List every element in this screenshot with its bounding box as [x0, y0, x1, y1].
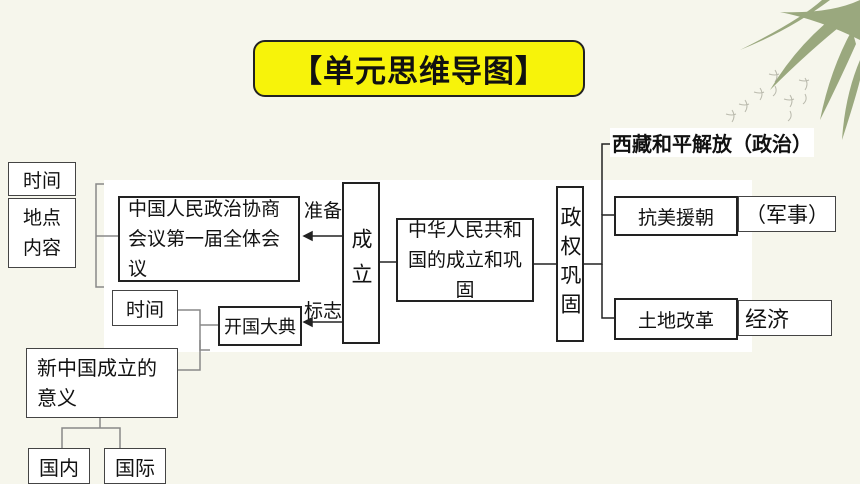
label-place-content: 地点 内容: [8, 198, 76, 268]
significance-label: 新中国成立的意义: [26, 348, 178, 418]
node-ceremony: 开国大典: [218, 306, 302, 346]
edge-label-prepare: 准备: [304, 200, 343, 222]
edge-label-symbol: 标志: [304, 300, 343, 322]
label-content: 内容: [22, 237, 61, 259]
node-land-reform: 土地改革: [614, 298, 738, 340]
economy-label: 经济: [738, 300, 832, 336]
node-consolidation: 政权巩固: [556, 186, 584, 342]
node-prc: 中华人民共和国的成立和巩固: [396, 218, 534, 302]
significance-international: 国际: [104, 448, 166, 484]
node-founding: 成立: [342, 182, 380, 344]
label-place: 地点: [22, 207, 61, 229]
significance-domestic: 国内: [28, 448, 90, 484]
node-conference: 中国人民政治协商会议第一届全体会议: [118, 196, 300, 282]
military-label: （军事）: [738, 196, 836, 232]
page-title: 【单元思维导图】: [253, 40, 585, 97]
ceremony-time-label: 时间: [112, 290, 178, 326]
label-time: 时间: [8, 162, 76, 196]
tibet-label: 西藏和平解放（政治）: [610, 128, 814, 157]
node-korea: 抗美援朝: [614, 196, 738, 236]
